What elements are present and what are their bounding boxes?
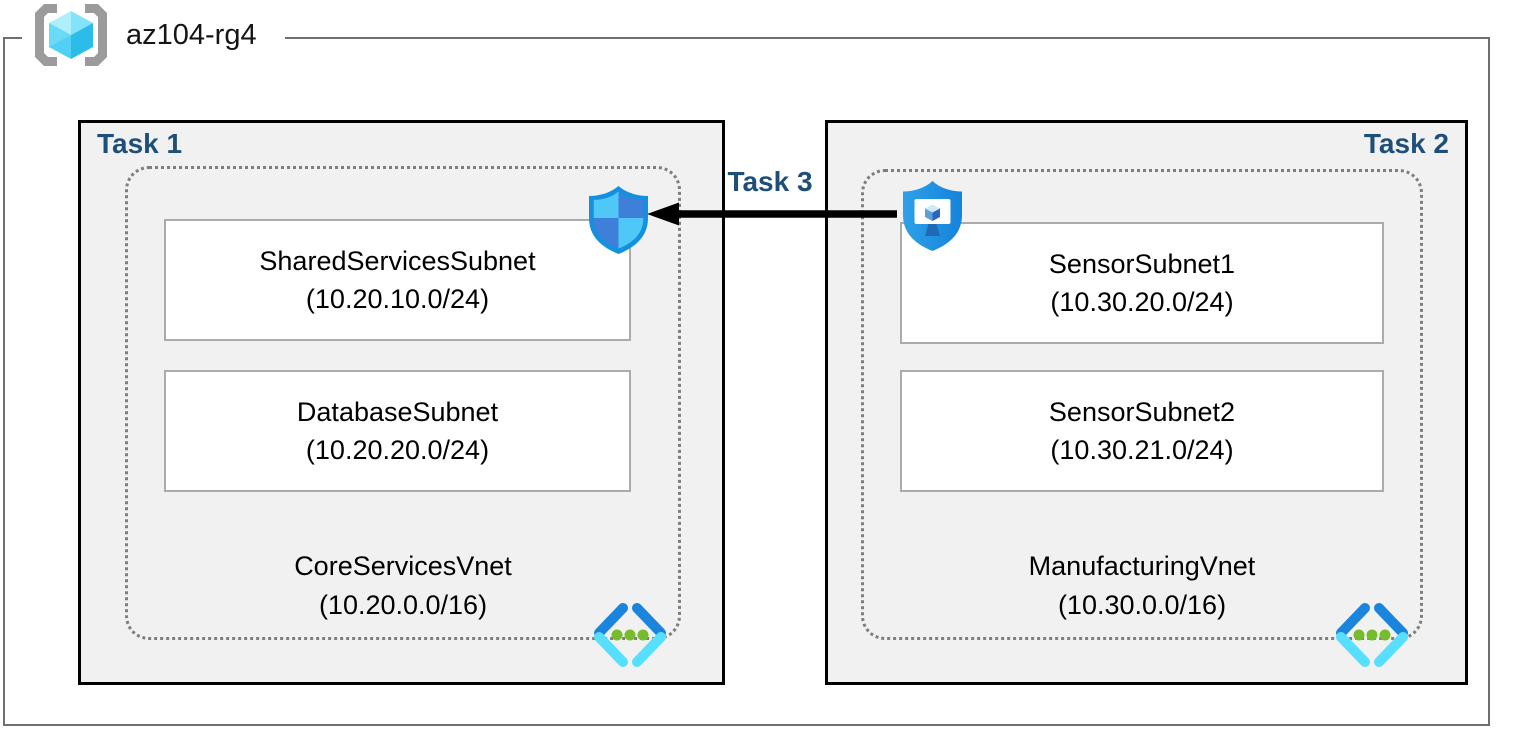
task2-label: Task 2 [1363,128,1449,159]
vnet-name: ManufacturingVnet [1028,551,1256,581]
task1-box: Task 1 SharedServicesSubnet (10.20.10.0/… [78,120,725,685]
sensor-subnet2-box: SensorSubnet2 (10.30.21.0/24) [900,370,1384,492]
subnet-cidr: (10.20.10.0/24) [305,284,490,314]
subnet-name: SharedServicesSubnet [259,246,536,276]
task2-box: Task 2 SensorSubnet1 (10.30.20.0/24) Sen… [825,120,1468,685]
sensor-subnet1-box: SensorSubnet1 (10.30.20.0/24) [900,222,1384,344]
virtual-network-icon [1336,603,1408,667]
resource-group-icon [35,4,107,66]
subnet-name: SensorSubnet1 [1048,249,1236,279]
virtual-network-icon [594,603,666,667]
resource-group-label: az104-rg4 [126,18,257,51]
subnet-cidr: (10.30.20.0/24) [1050,287,1234,317]
subnet-cidr: (10.30.21.0/24) [1050,435,1234,465]
subnet-cidr: (10.20.20.0/24) [305,435,490,465]
vnet-name: CoreServicesVnet [294,551,512,581]
core-services-vnet-label: CoreServicesVnet (10.20.0.0/16) [128,547,678,625]
subnet-name: DatabaseSubnet [296,397,499,427]
resource-group-header: az104-rg4 [22,1,285,69]
vnet-cidr: (10.30.0.0/16) [1057,590,1227,620]
resource-group-frame [3,37,1490,726]
vnet-cidr: (10.20.0.0/16) [318,590,488,620]
subnet-name: SensorSubnet2 [1048,397,1236,427]
network-security-group-shield-icon [589,186,648,254]
task3-arrow [647,202,897,226]
manufacturing-vnet-label: ManufacturingVnet (10.30.0.0/16) [864,547,1420,625]
database-subnet-box: DatabaseSubnet (10.20.20.0/24) [164,370,631,492]
task1-label: Task 1 [97,128,183,159]
task3-label: Task 3 [727,166,813,197]
defender-monitor-shield-icon [903,181,962,251]
shared-services-subnet-box: SharedServicesSubnet (10.20.10.0/24) [164,219,631,341]
manufacturing-vnet-box: SensorSubnet1 (10.30.20.0/24) SensorSubn… [861,169,1423,667]
core-services-vnet-box: SharedServicesSubnet (10.20.10.0/24) Dat… [125,166,681,667]
